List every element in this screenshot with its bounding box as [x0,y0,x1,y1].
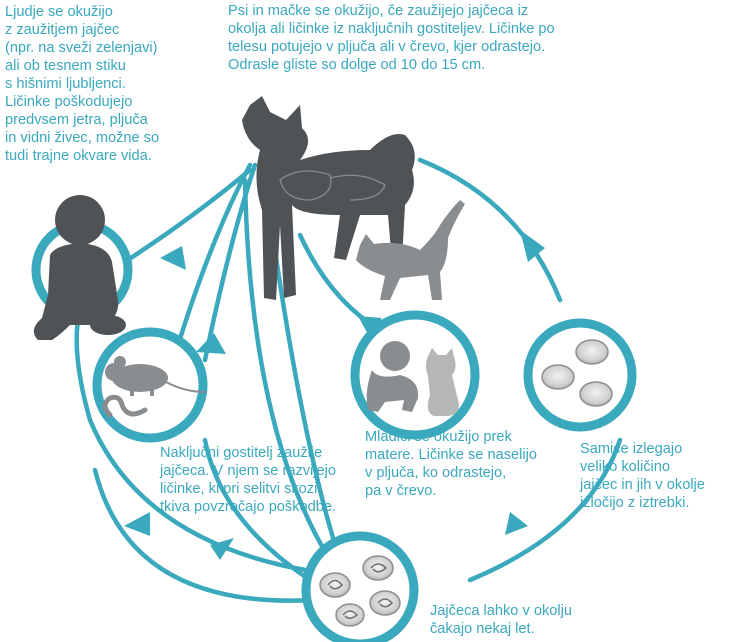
text-line: Odrasle gliste so dolge od 10 do 15 cm. [228,56,555,74]
text-line: Naključni gostitelj zaužije [160,444,336,462]
dogs-cats-infection-text: Psi in mačke se okužijo, če zaužijejo ja… [228,2,555,74]
text-line: Samice izlegajo [580,440,705,458]
text-line: Ličinke poškodujejo [5,93,159,111]
text-line: Psi in mačke se okužijo, če zaužijejo ja… [228,2,555,20]
text-line: z zaužitjem jajčec [5,21,159,39]
females-eggs-text: Samice izlegajo veliko količino jajčec i… [580,440,705,512]
text-line: v pljuča, ko odrastejo, [365,464,537,482]
text-line: tudi trajne okvare vida. [5,147,159,165]
paratenic-host-text: Naključni gostitelj zaužije jajčeca. V n… [160,444,336,516]
egg-icon [580,382,612,406]
text-line: predvsem jetra, pljuča [5,111,159,129]
arrowhead-right-bottom [505,512,528,535]
text-line: veliko količino [580,458,705,476]
text-line: in vidni živec, možne so [5,129,159,147]
text-line: jajčec in jih v okolje [580,476,705,494]
text-line: tkiva povzročajo poškodbe. [160,498,336,516]
text-line: okolja ali ličinke iz naključnih gostite… [228,20,555,38]
egg-icon [363,556,393,580]
arrowhead-left-lower [124,512,150,536]
puppies-infection-text: Mladiči se okužijo prek matere. Ličinke … [365,428,537,500]
egg-icon [542,365,574,389]
egg-icon [576,340,608,364]
arrowhead-right-top [520,230,545,262]
text-line: Jajčeca lahko v okolju [430,602,572,620]
text-line: jajčeca. V njem se razvijejo [160,462,336,480]
text-line: Mladiči se okužijo prek [365,428,537,446]
text-line: (npr. na sveži zelenjavi) [5,39,159,57]
text-line: ličinke, ki pri selitvi skozi [160,480,336,498]
eggs-environment-text: Jajčeca lahko v okolju čakajo nekaj let. [430,602,572,638]
text-line: s hišnimi ljubljenci. [5,75,159,93]
text-line: izločijo z iztrebki. [580,494,705,512]
arrowhead-left-upper [160,246,186,270]
text-line: čakajo nekaj let. [430,620,572,638]
text-line: telesu potujejo v pljuča ali v črevo, kj… [228,38,555,56]
text-line: ali ob tesnem stiku [5,57,159,75]
text-line: matere. Ličinke se naselijo [365,446,537,464]
egg-icon [320,573,350,597]
egg-icon [370,591,400,615]
humans-infection-text: Ljudje se okužijo z zaužitjem jajčec (np… [5,3,159,165]
text-line: Ljudje se okužijo [5,3,159,21]
text-line: pa v črevo. [365,482,537,500]
egg-icon [336,604,364,626]
